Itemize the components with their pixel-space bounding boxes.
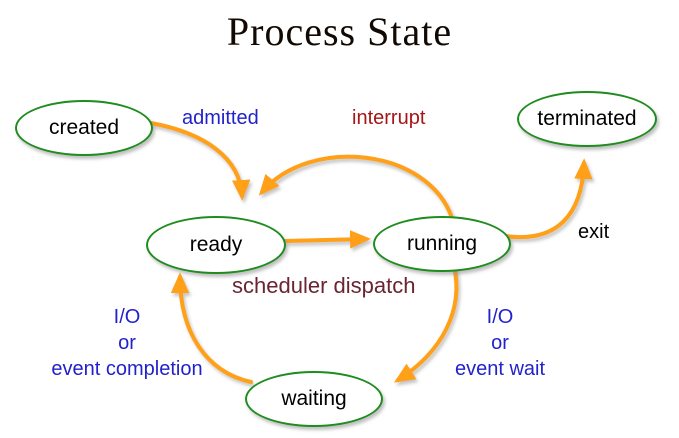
- state-running: running: [373, 216, 511, 272]
- io-completion-line-3: event completion: [51, 358, 203, 380]
- io-wait-line-3: event wait: [454, 358, 546, 380]
- arrow-io-event-wait: [393, 264, 459, 383]
- state-terminated: terminated: [517, 91, 657, 147]
- transition-label-io-event-completion: I/O or event completion: [27, 304, 227, 382]
- io-completion-line-2: or: [118, 332, 136, 354]
- state-ready: ready: [146, 216, 286, 274]
- arrow-admitted: [149, 121, 251, 201]
- arrow-io-event-completion: [170, 272, 253, 384]
- state-created: created: [15, 100, 153, 156]
- io-wait-line-1: I/O: [486, 306, 514, 328]
- transition-label-exit: exit: [578, 221, 610, 243]
- transition-label-admitted: admitted: [182, 107, 259, 129]
- io-completion-line-1: I/O: [113, 306, 141, 328]
- transition-label-scheduler-dispatch: scheduler dispatch: [232, 273, 416, 298]
- state-created-label: created: [48, 116, 120, 139]
- diagram-title: Process State: [226, 9, 453, 54]
- state-waiting-label: waiting: [281, 387, 347, 410]
- arrow-interrupt: [258, 154, 454, 220]
- arrow-exit: [503, 158, 593, 240]
- state-waiting: waiting: [245, 371, 383, 427]
- state-ready-label: ready: [189, 233, 243, 256]
- arrow-scheduler-dispatch: [283, 230, 371, 249]
- io-wait-line-2: or: [491, 332, 509, 354]
- transition-label-interrupt: interrupt: [352, 107, 426, 129]
- transition-label-io-event-wait: I/O or event wait: [410, 304, 590, 382]
- state-terminated-label: terminated: [537, 107, 637, 130]
- state-running-label: running: [406, 232, 478, 255]
